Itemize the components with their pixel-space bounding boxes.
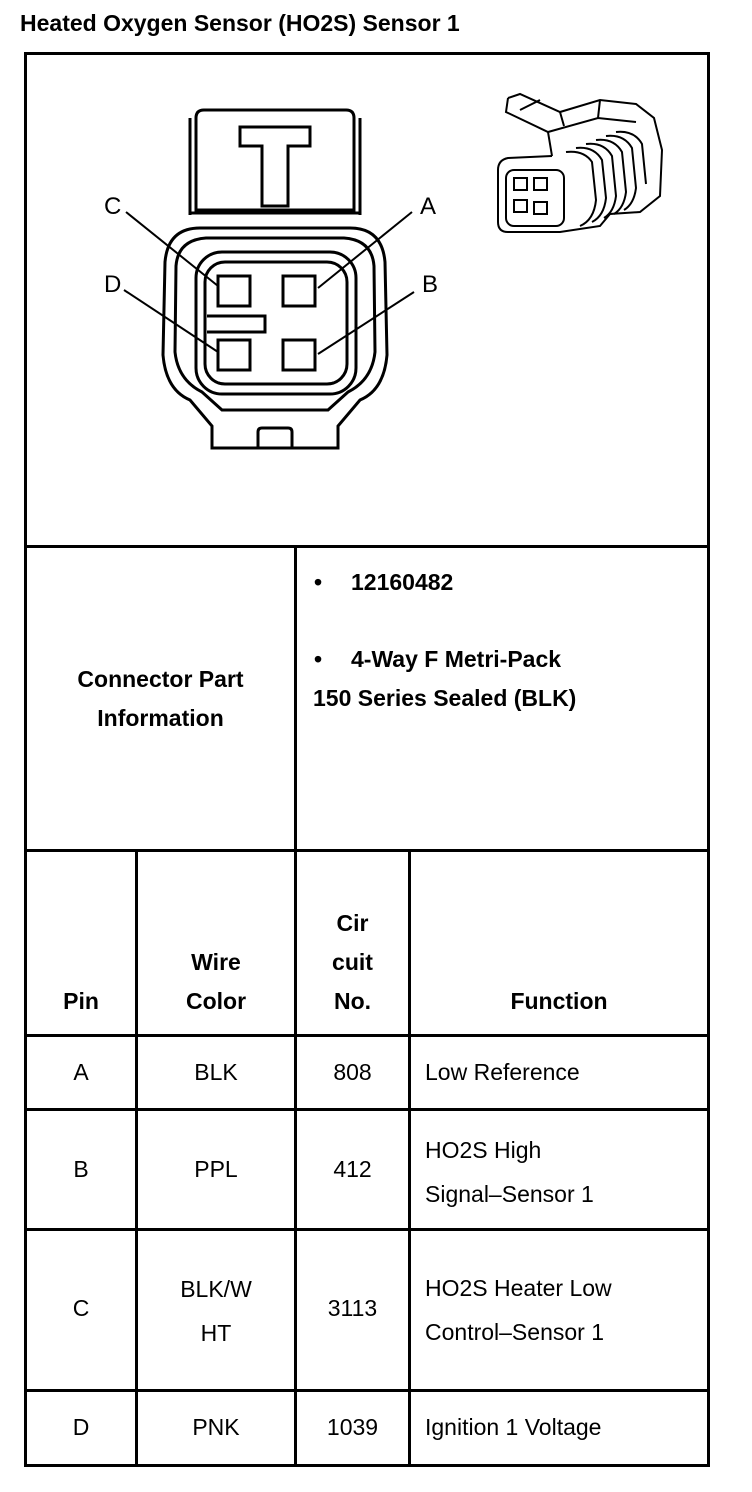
row-b-wire-color: PPL (194, 1156, 238, 1182)
row-b-pin: B (73, 1156, 89, 1182)
header-wire-color: Wire Color (138, 943, 294, 1021)
divider-row-b (24, 1228, 710, 1231)
row-c-function: HO2S Heater Low Control–Sensor 1 (425, 1266, 705, 1354)
row-b-function-line2: Signal–Sensor 1 (425, 1181, 594, 1207)
divider-col-circuit (408, 849, 411, 1467)
connector-info-label-line2: Information (97, 705, 224, 731)
connector-face-drawing (161, 108, 389, 450)
row-d-wire-color: PNK (192, 1414, 240, 1440)
pin-label-c: C (104, 193, 121, 220)
part-number: 12160482 (351, 569, 454, 595)
row-a-circuit: 808 (333, 1059, 372, 1085)
row-c-pin: C (72, 1295, 90, 1321)
pin-label-d: D (104, 271, 121, 298)
row-c-function-line1: HO2S Heater Low (425, 1275, 612, 1301)
row-b-function-line1: HO2S High (425, 1137, 542, 1163)
divider-row-c (24, 1389, 710, 1392)
divider-diagram (24, 545, 710, 548)
connector-info-label: Connector Part Information (27, 660, 294, 738)
row-d-function: Ignition 1 Voltage (425, 1414, 602, 1440)
header-circuit-number: Cir cuit No. (297, 904, 408, 1021)
row-d-pin: D (72, 1414, 90, 1440)
header-circuit-line1: Cir (336, 910, 369, 936)
row-c-wire-line2: HT (200, 1320, 232, 1346)
row-c-circuit: 3113 (327, 1295, 378, 1321)
divider-col-wire (294, 849, 297, 1467)
row-a-pin: A (73, 1059, 89, 1085)
header-circuit-line2: cuit (332, 949, 373, 975)
bullet-part-number: • (314, 563, 322, 602)
connector-diagram: A B C D (104, 92, 664, 450)
row-d-circuit: 1039 (326, 1414, 379, 1440)
header-wire-color-line1: Wire (191, 949, 241, 975)
connector-isometric-drawing (497, 92, 664, 233)
pin-leader-lines (123, 211, 415, 355)
connector-info-label-line1: Connector Part (77, 666, 244, 692)
row-a-wire-color: BLK (194, 1059, 238, 1085)
pin-label-b: B (422, 271, 438, 298)
description-line2: 150 Series Sealed (BLK) (313, 685, 577, 711)
header-circuit-line3: No. (333, 988, 372, 1014)
header-wire-color-line2: Color (185, 988, 247, 1014)
page-title: Heated Oxygen Sensor (HO2S) Sensor 1 (20, 10, 460, 36)
divider-row-a (24, 1108, 710, 1111)
row-b-function: HO2S High Signal–Sensor 1 (425, 1128, 705, 1216)
row-a-function: Low Reference (425, 1059, 580, 1085)
bullet-icon: • (314, 569, 323, 595)
pin-label-a: A (420, 193, 436, 220)
divider-col-pin (135, 849, 138, 1467)
divider-header (24, 1034, 710, 1037)
divider-info-vertical (294, 545, 297, 849)
divider-info (24, 849, 710, 852)
row-c-function-line2: Control–Sensor 1 (425, 1319, 604, 1345)
bullet-description: • (314, 640, 322, 679)
connector-table-frame (24, 52, 710, 1467)
row-b-circuit: 412 (333, 1156, 372, 1182)
description-line1: 4-Way F Metri-Pack (351, 646, 562, 672)
row-c-wire-color: BLK/W HT (138, 1267, 294, 1355)
bullet-icon: • (314, 646, 323, 672)
header-function: Function (510, 988, 608, 1014)
row-c-wire-line1: BLK/W (180, 1276, 252, 1302)
header-pin: Pin (63, 988, 99, 1014)
